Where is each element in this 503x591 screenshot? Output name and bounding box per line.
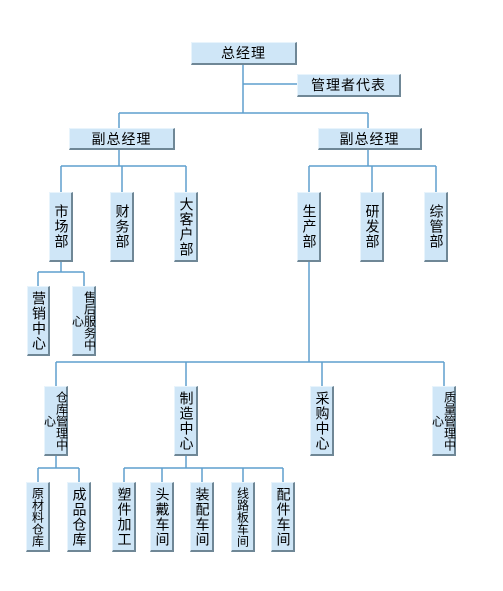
plastic-parts-workshop-box: 塑件加工 xyxy=(112,482,136,552)
general-affairs-department-box: 综管部 xyxy=(424,192,448,262)
finished-goods-warehouse-box: 成品仓库 xyxy=(67,482,91,552)
headset-workshop-box: 头戴车间 xyxy=(150,482,174,552)
vice-general-manager-box: 副总经理 xyxy=(69,128,175,150)
assembly-workshop-box: 装配车间 xyxy=(190,482,214,552)
rnd-department-box: 研发部 xyxy=(360,192,384,262)
parts-workshop-box: 配件车间 xyxy=(271,482,295,552)
warehouse-management-center-box: 仓库管理中心 xyxy=(43,386,69,456)
marketing-center-box: 营销中心 xyxy=(27,286,50,356)
production-department-box: 生产部 xyxy=(297,192,321,262)
circuit-board-workshop-box: 线路板车间 xyxy=(231,482,255,552)
key-account-department-box: 大客户部 xyxy=(174,192,198,262)
general-manager-box: 总经理 xyxy=(191,42,297,65)
purchasing-center-box: 采购中心 xyxy=(310,386,334,456)
management-representative-box: 管理者代表 xyxy=(297,74,401,97)
after-sales-center-box: 售后服务中心 xyxy=(71,286,97,356)
raw-material-warehouse-box: 原材料仓库 xyxy=(26,482,50,552)
vice-general-manager-box: 副总经理 xyxy=(318,128,422,150)
quality-management-center-box: 质量管理中心 xyxy=(431,386,457,456)
manufacturing-center-box: 制造中心 xyxy=(174,386,198,456)
market-department-box: 市场部 xyxy=(49,192,73,262)
finance-department-box: 财务部 xyxy=(110,192,134,262)
